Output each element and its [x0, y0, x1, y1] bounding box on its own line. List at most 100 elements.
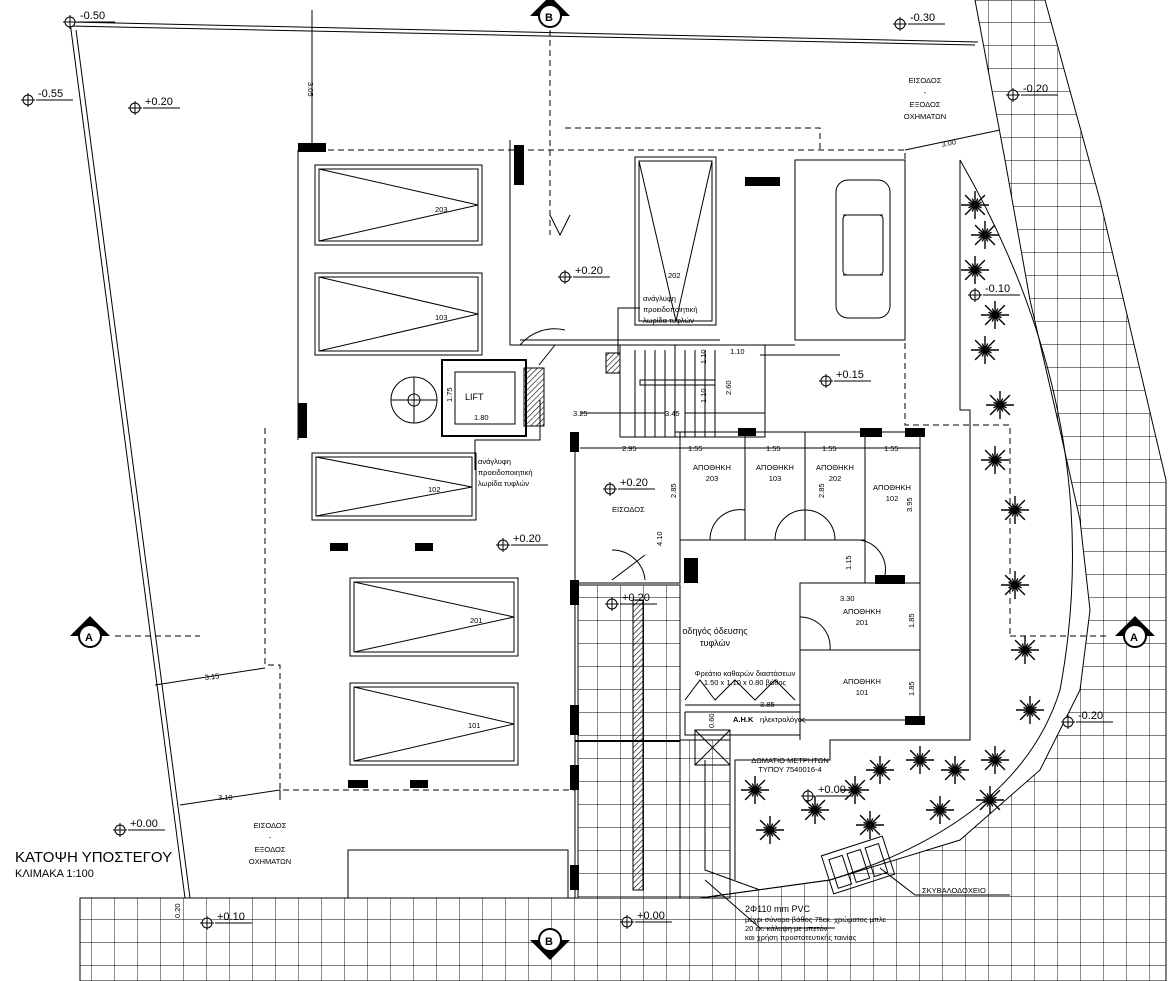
level-value: +0.00 — [818, 784, 846, 796]
svg-text:και χρήση προστατευτικής ταινί: και χρήση προστατευτικής ταινίας — [745, 933, 857, 942]
parking-number: 101 — [468, 721, 481, 730]
level-marker: +0.00 — [113, 818, 165, 837]
plant-icon — [1011, 636, 1039, 664]
svg-text:ΚΑΤΟΨΗ ΥΠΟΣΤΕΓΟΥ: ΚΑΤΟΨΗ ΥΠΟΣΤΕΓΟΥ — [15, 849, 172, 866]
svg-text:3.05: 3.05 — [306, 82, 315, 97]
svg-text:2.85: 2.85 — [669, 483, 678, 498]
plant-icon — [981, 446, 1009, 474]
site-boundary — [69, 21, 1073, 899]
building-outline — [264, 127, 1011, 898]
svg-text:ΟΧΗΜΑΤΩΝ: ΟΧΗΜΑΤΩΝ — [904, 112, 946, 121]
svg-text:μέχρι σύνορο βάθος 75εκ. χρώμ: μέχρι σύνορο βάθος 75εκ. χρώματος μπλε — [745, 915, 887, 924]
level-value: +0.15 — [836, 369, 864, 381]
svg-text:ΑΠΟΘΗΚΗ: ΑΠΟΘΗΚΗ — [756, 463, 794, 472]
level-marker: -0.55 — [21, 88, 73, 107]
svg-text:2.85: 2.85 — [817, 483, 826, 498]
level-marker: -0.20 — [1006, 83, 1058, 102]
refuse-label: ΣΚΥΒΑΛΟΔΟΧΕΙΟ — [922, 886, 986, 895]
plant-icon — [866, 756, 894, 784]
level-value: +0.20 — [145, 96, 173, 108]
svg-text:-: - — [924, 88, 927, 97]
level-marker: +0.20 — [128, 96, 180, 115]
level-value: +0.00 — [130, 818, 158, 830]
electrician-label: ηλεκτρολόγος — [760, 715, 806, 724]
svg-text:3.10: 3.10 — [218, 793, 233, 802]
svg-text:2Φ110 mm PVC: 2Φ110 mm PVC — [745, 904, 811, 914]
lift-height: 1.75 — [445, 387, 454, 402]
tactile-warning-label-2: ανάγλυφη προειδοποιητική λωρίδα τυφλών — [474, 400, 541, 488]
plant-icon — [971, 336, 999, 364]
plant-icon — [986, 391, 1014, 419]
svg-text:1.50 x 1.10 x 0.80 βάθος: 1.50 x 1.10 x 0.80 βάθος — [704, 678, 787, 687]
plant-icon — [981, 301, 1009, 329]
svg-text:τυφλών: τυφλών — [700, 638, 731, 648]
svg-text:1.55: 1.55 — [766, 444, 781, 453]
svg-text:Φρεάτιο καθαρών διαστάσεων: Φρεάτιο καθαρών διαστάσεων — [695, 669, 796, 678]
svg-text:ΟΧΗΜΑΤΩΝ: ΟΧΗΜΑΤΩΝ — [249, 857, 291, 866]
pipe-note: 2Φ110 mm PVC μέχρι σύνορο βάθος 75εκ. χρ… — [745, 904, 887, 942]
svg-text:1.15: 1.15 — [844, 555, 853, 570]
level-marker: +0.00 — [801, 784, 853, 803]
plant-icon — [1001, 571, 1029, 599]
entrance-label: ΕΙΣΟΔΟΣ — [612, 505, 645, 514]
parking-bay-102: 102 — [311, 452, 477, 521]
svg-text:ΚΛΙΜΑΚΑ 1:100: ΚΛΙΜΑΚΑ 1:100 — [15, 868, 94, 880]
parking-number: 202 — [668, 271, 681, 280]
parking-bay-202: 202 — [634, 156, 717, 326]
svg-text:A: A — [1130, 632, 1138, 644]
svg-text:2.60: 2.60 — [724, 380, 733, 395]
staircase — [519, 328, 886, 651]
level-markers: -0.50-0.30-0.55+0.20-0.20+0.20-0.10+0.15… — [21, 10, 1113, 930]
parking-bay-101: 101 — [349, 682, 519, 766]
level-value: -0.55 — [38, 88, 63, 100]
svg-text:λωρίδα τυφλών: λωρίδα τυφλών — [478, 479, 529, 488]
svg-text:4.10: 4.10 — [655, 531, 664, 546]
svg-text:προειδοποιητική: προειδοποιητική — [478, 468, 533, 477]
section-marker-b-bottom: B — [530, 928, 570, 960]
svg-text:202: 202 — [829, 474, 842, 483]
level-marker: -0.30 — [893, 12, 945, 31]
level-value: -0.10 — [985, 283, 1010, 295]
svg-text:1.55: 1.55 — [822, 444, 837, 453]
tactile-warning-label-1: ανάγλυφη προειδοποιητική λωρίδα τυφλών — [617, 294, 698, 355]
svg-text:ΕΙΣΟΔΟΣ: ΕΙΣΟΔΟΣ — [254, 821, 287, 830]
dimensions: 3.05 3.00 3.25 3.45 1.10 2.60 1.10 1.10 … — [154, 10, 1001, 918]
level-value: -0.20 — [1023, 83, 1048, 95]
svg-text:102: 102 — [886, 494, 899, 503]
svg-text:B: B — [545, 936, 553, 948]
parking-bay-201: 201 — [349, 577, 519, 657]
plant-icon — [941, 756, 969, 784]
svg-text:3.85: 3.85 — [760, 700, 775, 709]
plant-icon — [801, 796, 829, 824]
level-value: +0.20 — [620, 477, 648, 489]
svg-text:B: B — [545, 12, 553, 24]
vehicle-entrance-bottom: ΕΙΣΟΔΟΣ - ΕΞΟΔΟΣ ΟΧΗΜΑΤΩΝ — [249, 821, 291, 866]
room-labels: ΕΙΣΟΔΟΣ - ΕΞΟΔΟΣ ΟΧΗΜΑΤΩΝ ΕΙΣΟΔΟΣ - ΕΞΟΔ… — [15, 76, 986, 942]
level-value: +0.10 — [217, 911, 245, 923]
level-marker: +0.20 — [558, 265, 610, 284]
refuse-bin — [820, 835, 896, 895]
plant-icon — [1016, 696, 1044, 724]
manhole-label: Φρεάτιο καθαρών διαστάσεων 1.50 x 1.10 x… — [695, 669, 796, 687]
section-marker-a-right: A — [1115, 616, 1155, 648]
level-value: -0.20 — [1078, 710, 1103, 722]
svg-text:ανάγλυφη: ανάγλυφη — [643, 294, 676, 303]
svg-text:1.10: 1.10 — [699, 388, 708, 403]
meter-room-label: ΔΩΜΑΤΙΟ ΜΕΤΡΗΤΩΝ ΤΥΠΟΥ 7540016-4 — [751, 756, 829, 774]
svg-text:1.85: 1.85 — [907, 613, 916, 628]
plant-icon — [961, 256, 989, 284]
parking-number: 203 — [435, 205, 448, 214]
svg-text:103: 103 — [769, 474, 782, 483]
section-markers: B B A A — [70, 0, 1155, 960]
lift-width: 1.80 — [474, 413, 489, 422]
parking-bays: 203 103 102 201 101 202 — [311, 156, 891, 766]
plant-icon — [961, 191, 989, 219]
ahk-label: Α.Η.Κ — [733, 715, 754, 724]
svg-text:ΑΠΟΘΗΚΗ: ΑΠΟΘΗΚΗ — [873, 483, 911, 492]
svg-text:0.20: 0.20 — [173, 903, 182, 918]
svg-text:2.95: 2.95 — [622, 444, 637, 453]
parking-number: 102 — [428, 485, 441, 494]
svg-text:3.95: 3.95 — [905, 497, 914, 512]
